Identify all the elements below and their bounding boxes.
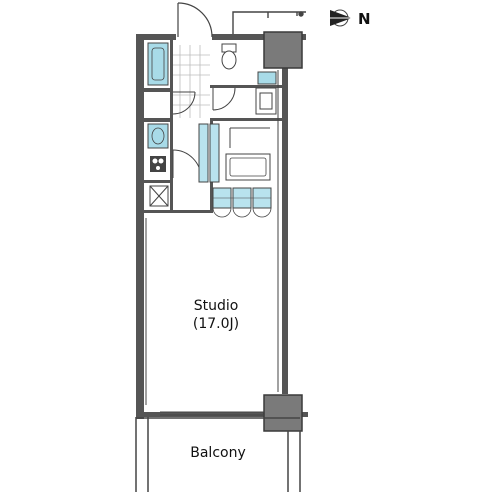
balcony-outline bbox=[135, 417, 301, 492]
compass-icon bbox=[330, 9, 352, 27]
storage-cabinets bbox=[212, 187, 272, 209]
closet-icon bbox=[198, 123, 220, 183]
sliding-door bbox=[160, 411, 264, 416]
sink-icon bbox=[257, 71, 277, 85]
bathtub-icon bbox=[147, 42, 169, 86]
washing-machine-icon bbox=[255, 87, 277, 115]
stove-icon bbox=[150, 156, 166, 172]
studio-size: (17.0J) bbox=[193, 316, 239, 332]
door-swing-icon bbox=[177, 2, 213, 38]
entry-tile-grid bbox=[173, 45, 210, 118]
compass-north-label: N bbox=[358, 10, 371, 28]
entrance-gap bbox=[176, 33, 212, 41]
pipe-shaft bbox=[149, 185, 169, 207]
kitchen-counter bbox=[225, 127, 271, 181]
exterior-duct bbox=[232, 11, 306, 34]
column-top bbox=[263, 31, 303, 69]
washbasin-icon bbox=[147, 123, 169, 149]
cabinet-door-swings bbox=[212, 207, 272, 218]
balcony-label: Balcony bbox=[190, 445, 246, 461]
toilet-icon bbox=[221, 43, 237, 70]
column-bottom bbox=[263, 394, 303, 432]
studio-window-line bbox=[145, 70, 279, 405]
studio-name: Studio bbox=[194, 298, 239, 314]
